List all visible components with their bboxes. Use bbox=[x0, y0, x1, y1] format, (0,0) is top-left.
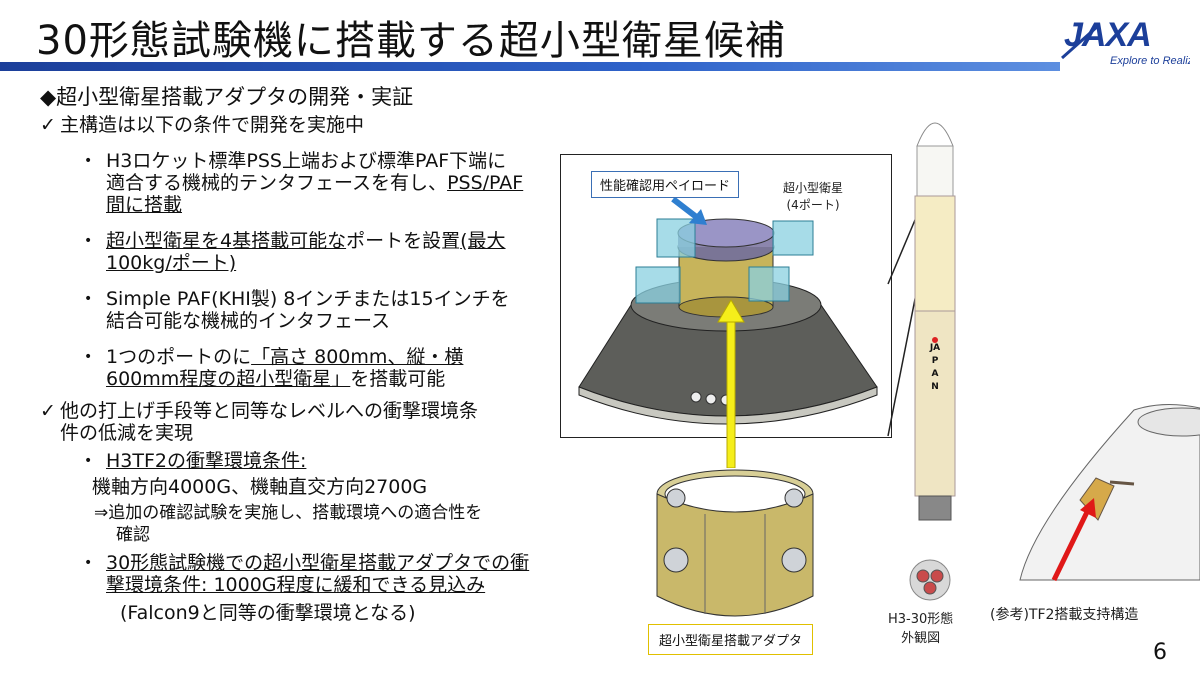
check-text: 件の低減を実現 bbox=[60, 422, 194, 444]
bullet-dot: • bbox=[84, 233, 93, 249]
check-item: ✓ 他の打上げ手段等と同等なレベルへの衝撃環境条 件の低減を実現 bbox=[40, 400, 560, 444]
bullet-item: • 30形態試験機での超小型衛星搭載アダプタでの衝 撃環境条件: 1000G程度… bbox=[84, 552, 560, 596]
bullet-list: ◆超小型衛星搭載アダプタの開発・実証 ✓ 主構造は以下の条件で開発を実施中 • … bbox=[40, 86, 560, 624]
page-title: 30形態試験機に搭載する超小型衛星候補 bbox=[36, 18, 786, 64]
smallsat-label-line: 超小型衛星 bbox=[783, 181, 844, 195]
bullet-dot: • bbox=[84, 153, 93, 169]
bullet-dot: • bbox=[84, 291, 93, 307]
bullet-item: • Simple PAF(KHI製) 8インチまたは15インチを 結合可能な機械… bbox=[84, 288, 560, 332]
tf2-support-drawing bbox=[1014, 400, 1200, 590]
bullet-text: ポートを設置 bbox=[346, 230, 461, 252]
section-heading: ◆超小型衛星搭載アダプタの開発・実証 bbox=[40, 85, 414, 109]
title-underline-bar bbox=[0, 62, 1060, 71]
h3-caption: H3-30形態 外観図 bbox=[888, 608, 953, 646]
bullet-text-underlined: 超小型衛星を4基搭載可能な bbox=[106, 230, 347, 252]
bullet-text: (Falcon9と同等の衝撃環境となる) bbox=[120, 602, 416, 624]
jaxa-logo: JAXA Explore to Realize bbox=[1058, 8, 1199, 74]
bullet-text-underlined: 間に搭載 bbox=[106, 194, 183, 216]
bullet-text-underlined: 100kg/ポート) bbox=[106, 252, 237, 274]
bullet-text: 確認 bbox=[116, 525, 150, 545]
adapter-label: 超小型衛星搭載アダプタ bbox=[648, 624, 814, 655]
page-number: 6 bbox=[1153, 640, 1167, 665]
tf2-caption: (参考)TF2搭載支持構造 bbox=[990, 607, 1139, 623]
bullet-text: 1つのポートのに bbox=[106, 346, 252, 368]
bullet-dot: • bbox=[84, 349, 93, 365]
svg-text:Explore to Realize: Explore to Realize bbox=[1110, 55, 1190, 67]
bullet-text: H3ロケット標準PSS上端および標準PAF下端に bbox=[106, 150, 507, 172]
h3-caption-line: H3-30形態 bbox=[888, 612, 954, 627]
h3-rocket-drawing: JAPAN bbox=[905, 106, 965, 526]
bullet-item: • H3TF2の衝撃環境条件: bbox=[84, 450, 560, 472]
bullet-text: を搭載可能 bbox=[350, 368, 446, 390]
smallsat-label: 超小型衛星 (4ポート) bbox=[783, 179, 843, 213]
bullet-item: • 1つのポートのに「高さ 800mm、縦・横 600mm程度の超小型衛星」を搭… bbox=[84, 346, 560, 390]
bullet-item: • H3ロケット標準PSS上端および標準PAF下端に 適合する機械的テンタフェー… bbox=[84, 150, 560, 216]
bullet-text-underlined: 600mm程度の超小型衛星」 bbox=[106, 368, 351, 390]
bullet-text: Simple PAF(KHI製) 8インチまたは15インチを bbox=[106, 288, 510, 310]
bullet-text: ⇒追加の確認試験を実施し、搭載環境への適合性を bbox=[94, 503, 483, 523]
svg-text:JAXA: JAXA bbox=[1064, 16, 1151, 54]
bullet-text-underlined: (最大 bbox=[460, 230, 506, 252]
bullet-text-underlined: 30形態試験機での超小型衛星搭載アダプタでの衝 bbox=[106, 552, 530, 574]
bullet-text-underlined: PSS/PAF bbox=[447, 172, 524, 194]
smallsat-label-line: (4ポート) bbox=[786, 198, 840, 212]
bullet-text: 適合する機械的テンタフェースを有し、 bbox=[106, 172, 448, 194]
bullet-text: 結合可能な機械的インタフェース bbox=[106, 310, 391, 332]
bullet-text: 機軸方向4000G、機軸直交方向2700G bbox=[92, 476, 428, 498]
check-text: 主構造は以下の条件で開発を実施中 bbox=[60, 114, 365, 136]
rocket-engine-view bbox=[908, 558, 952, 602]
rocket-japan-text: JAPAN bbox=[929, 343, 941, 392]
bullet-text-underlined: 「高さ 800mm、縦・横 bbox=[251, 346, 464, 368]
h3-caption-line: 外観図 bbox=[901, 631, 941, 646]
check-text: 他の打上げ手段等と同等なレベルへの衝撃環境条 bbox=[60, 400, 479, 422]
payload-label: 性能確認用ペイロード bbox=[591, 171, 740, 198]
adapter-ring-drawing bbox=[650, 464, 820, 624]
bullet-note: ⇒追加の確認試験を実施し、搭載環境への適合性を 確認 bbox=[94, 502, 560, 546]
check-icon: ✓ bbox=[40, 114, 56, 136]
bullet-text-underlined: 撃環境条件: 1000G程度に緩和できる見込み bbox=[106, 574, 486, 596]
check-icon: ✓ bbox=[40, 400, 56, 422]
check-item: ✓ 主構造は以下の条件で開発を実施中 bbox=[40, 114, 560, 136]
yellow-arrow bbox=[717, 300, 745, 468]
bullet-dot: • bbox=[84, 453, 93, 469]
bullet-dot: • bbox=[84, 555, 93, 571]
bullet-item: • 超小型衛星を4基搭載可能なポートを設置(最大 100kg/ポート) bbox=[84, 230, 560, 274]
bullet-text-underlined: H3TF2の衝撃環境条件: bbox=[106, 450, 307, 472]
